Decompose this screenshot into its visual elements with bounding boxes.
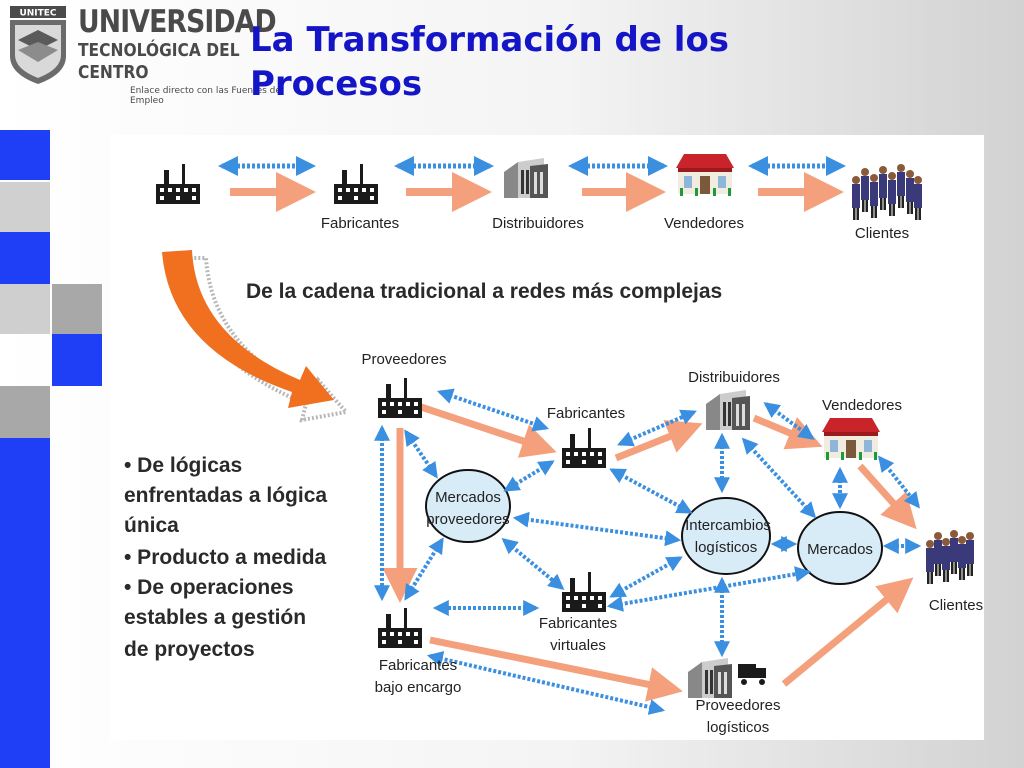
deco-square-gray-2 bbox=[0, 284, 50, 334]
label-proveedores-logisticos-2: logísticos bbox=[707, 719, 770, 736]
bullet-1-line-1: • De lógicas bbox=[124, 454, 242, 477]
people-icon bbox=[926, 530, 974, 584]
top-chain: Fabricantes Distribuidores Vendedores Cl… bbox=[156, 154, 922, 242]
shield-logo-icon: UNITEC bbox=[10, 6, 66, 84]
deco-square-blue-2 bbox=[0, 232, 50, 284]
network-diagram: Proveedores Fabricantes Distribuidores V… bbox=[361, 351, 983, 736]
factory-icon bbox=[562, 572, 606, 612]
dotted-arrow bbox=[512, 511, 682, 547]
label-proveedores: Proveedores bbox=[361, 351, 446, 368]
bullet-1-line-2: enfrentadas a lógica bbox=[124, 484, 327, 507]
logo-tagline: Enlace directo con las Fuentes de Empleo bbox=[130, 86, 281, 106]
dotted-arrow bbox=[609, 468, 693, 514]
label-fabricantes: Fabricantes bbox=[321, 215, 399, 232]
label-distribuidores: Distribuidores bbox=[492, 215, 584, 232]
ellipse-intercambios bbox=[681, 497, 771, 575]
deco-square-gray-3 bbox=[52, 284, 102, 334]
dotted-arrow bbox=[741, 437, 817, 519]
dotted-arrow bbox=[606, 566, 812, 612]
factory-icon bbox=[562, 428, 606, 468]
label-intercambios-2: logísticos bbox=[695, 539, 758, 556]
flow-arrow bbox=[857, 463, 917, 530]
warehouse-icon bbox=[688, 658, 732, 698]
warehouse-icon bbox=[706, 390, 750, 430]
bullet-list: • De lógicas enfrentadas a lógica única … bbox=[124, 454, 327, 661]
label-clientes-network: Clientes bbox=[929, 597, 983, 614]
label-clientes: Clientes bbox=[855, 225, 909, 242]
warehouse-icon bbox=[504, 158, 548, 198]
label-mercados-proveedores-2: proveedores bbox=[426, 511, 509, 528]
flow-arrow bbox=[404, 398, 557, 458]
deco-square-blue-1 bbox=[0, 130, 50, 180]
flow-arrow bbox=[752, 414, 823, 450]
deco-bar-blue bbox=[0, 438, 50, 768]
store-icon bbox=[822, 418, 880, 460]
flow-arrow bbox=[614, 420, 703, 462]
dotted-arrow bbox=[878, 455, 920, 509]
bullet-3-line-1: • De operaciones bbox=[124, 576, 294, 599]
ellipse-mercados bbox=[797, 511, 883, 585]
bullet-3-line-2: estables a gestión bbox=[124, 606, 306, 629]
label-vendedores: Vendedores bbox=[664, 215, 744, 232]
label-fabricantes-virtuales-2: virtuales bbox=[550, 637, 606, 654]
dotted-arrow bbox=[609, 556, 683, 598]
people-icon bbox=[852, 164, 922, 220]
label-fabricantes-network: Fabricantes bbox=[547, 405, 625, 422]
dotted-arrow bbox=[763, 402, 815, 440]
logo-small-text: UNITEC bbox=[19, 9, 56, 19]
deco-square-gray-1 bbox=[0, 182, 50, 232]
factory-icon bbox=[378, 608, 422, 648]
flow-arrow bbox=[781, 577, 914, 687]
label-fabricantes-virtuales-1: Fabricantes bbox=[539, 615, 617, 632]
factory-icon bbox=[334, 164, 378, 204]
slide-title: La Transformación de los Procesos bbox=[250, 20, 730, 104]
dotted-arrow bbox=[404, 429, 438, 479]
dotted-arrow bbox=[436, 388, 550, 432]
label-mercados: Mercados bbox=[807, 541, 873, 558]
dotted-arrow bbox=[503, 460, 555, 492]
label-vendedores-network: Vendedores bbox=[822, 397, 902, 414]
label-distribuidores-network: Distribuidores bbox=[688, 369, 780, 386]
dotted-arrow bbox=[617, 409, 697, 447]
subtitle: De la cadena tradicional a redes más com… bbox=[246, 280, 722, 303]
factory-icon bbox=[156, 164, 200, 204]
transition-arrow bbox=[162, 250, 350, 423]
bullet-1-line-3: única bbox=[124, 514, 179, 537]
label-fabricantes-encargo-2: bajo encargo bbox=[375, 679, 462, 696]
deco-square-blue-3 bbox=[52, 334, 102, 386]
label-intercambios-1: Intercambios bbox=[685, 517, 771, 534]
bullet-2-line-1: • Producto a medida bbox=[124, 546, 327, 569]
university-logo: UNITEC UNIVERSIDAD TECNOLÓGICA DEL CENTR… bbox=[0, 0, 290, 106]
truck-icon bbox=[738, 664, 766, 685]
dotted-arrow bbox=[404, 537, 444, 601]
factory-icon bbox=[378, 378, 422, 418]
label-mercados-proveedores-1: Mercados bbox=[435, 489, 501, 506]
ellipse-mercados-proveedores bbox=[425, 469, 511, 543]
logo-name: UNIVERSIDAD bbox=[78, 4, 277, 40]
dotted-arrow bbox=[501, 537, 565, 591]
bullet-3-line-3: de proyectos bbox=[124, 638, 255, 661]
deco-square-gray-4 bbox=[0, 386, 50, 438]
store-icon bbox=[676, 154, 734, 196]
logo-subtitle: TECNOLÓGICA DEL CENTRO bbox=[78, 40, 240, 83]
label-fabricantes-encargo-1: Fabricantes bbox=[379, 657, 457, 674]
label-proveedores-logisticos-1: Proveedores bbox=[695, 697, 780, 714]
